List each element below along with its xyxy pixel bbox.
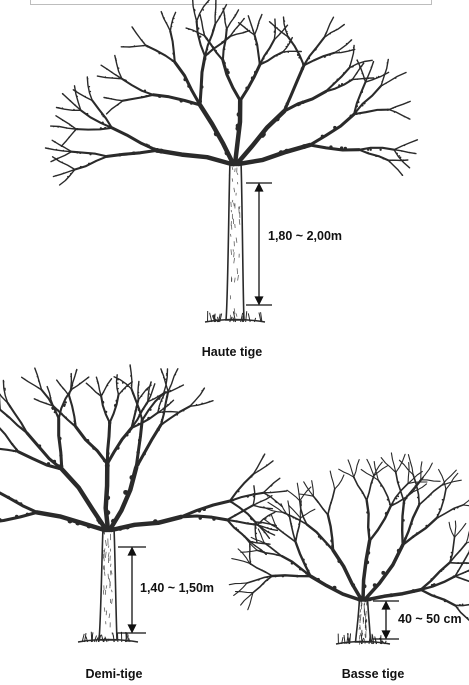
height-arrow-haute xyxy=(246,183,272,305)
tree-haute-tige xyxy=(46,0,418,322)
height-label-basse: 40 ~ 50 cm xyxy=(398,612,462,626)
height-label-haute: 1,80 ~ 2,00m xyxy=(268,229,342,243)
caption-basse-tige: Basse tige xyxy=(342,667,405,681)
trunk xyxy=(226,162,244,320)
height-label-demi: 1,40 ~ 1,50m xyxy=(140,581,214,595)
caption-demi-tige: Demi-tige xyxy=(86,667,143,681)
tree-demi-tige xyxy=(0,365,287,642)
height-arrow-basse xyxy=(373,601,399,639)
caption-haute-tige: Haute tige xyxy=(202,345,262,359)
